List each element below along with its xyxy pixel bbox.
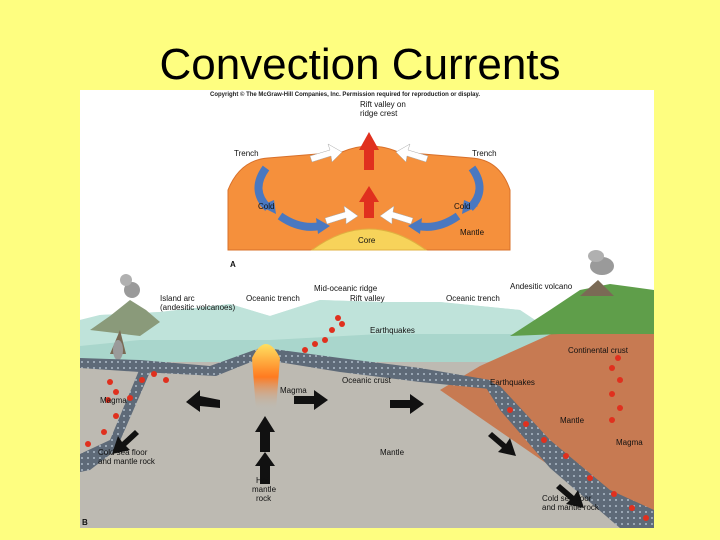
label-mantle-right: Mantle: [560, 416, 585, 425]
label-earthquakes-top: Earthquakes: [370, 326, 415, 335]
label-oceanic-crust: Oceanic crust: [342, 376, 391, 385]
label-rock: rock: [256, 494, 272, 503]
label-cold-right: Cold: [454, 202, 471, 211]
label-oceanic-trench-right: Oceanic trench: [446, 294, 500, 303]
label-trench-left: Trench: [234, 149, 259, 158]
label-ridge-crest: ridge crest: [360, 109, 398, 118]
label-magma-left: Magma: [100, 396, 127, 405]
panel-b-plate-tectonics: [80, 250, 654, 528]
convection-figure: Copyright © The McGraw-Hill Companies, I…: [80, 90, 654, 528]
label-hot: Hot: [256, 476, 269, 485]
label-magma-center: Magma: [280, 386, 307, 395]
label-earthquakes-right: Earthquakes: [490, 378, 535, 387]
slide-title: Convection Currents: [159, 40, 561, 89]
label-rift-valley-a: Rift valley on: [360, 100, 406, 109]
panel-a-mantle-cross-section: [227, 132, 511, 251]
label-oceanic-trench-left: Oceanic trench: [246, 294, 300, 303]
label-andesitic-volcano: Andesitic volcano: [510, 282, 573, 291]
label-mantle-rock-right: and mantle rock: [542, 503, 599, 512]
label-rift-valley-b: Rift valley: [350, 294, 385, 303]
label-continental-crust: Continental crust: [568, 346, 629, 355]
label-mantle-a: Mantle: [460, 228, 485, 237]
label-island-arc: Island arc: [160, 294, 195, 303]
label-cold-left: Cold: [258, 202, 275, 211]
label-mantle-center: Mantle: [380, 448, 405, 457]
label-cold-sea-floor-left: Cold sea floor: [98, 448, 148, 457]
diagram-graphics: [80, 132, 654, 528]
panel-a-letter: A: [230, 260, 236, 269]
label-cold-sea-floor-right: Cold sea floor: [542, 494, 592, 503]
copyright-notice: Copyright © The McGraw-Hill Companies, I…: [210, 92, 481, 98]
label-core: Core: [358, 236, 376, 245]
label-magma-right: Magma: [616, 438, 643, 447]
label-trench-right: Trench: [472, 149, 497, 158]
label-mantle-rock-left: and mantle rock: [98, 457, 155, 466]
label-mid-oceanic-ridge: Mid-oceanic ridge: [314, 284, 378, 293]
panel-b-letter: B: [82, 518, 88, 527]
label-andesitic-volcanoes: (andesitic volcanoes): [160, 303, 236, 312]
label-mantle-hot: mantle: [252, 485, 277, 494]
